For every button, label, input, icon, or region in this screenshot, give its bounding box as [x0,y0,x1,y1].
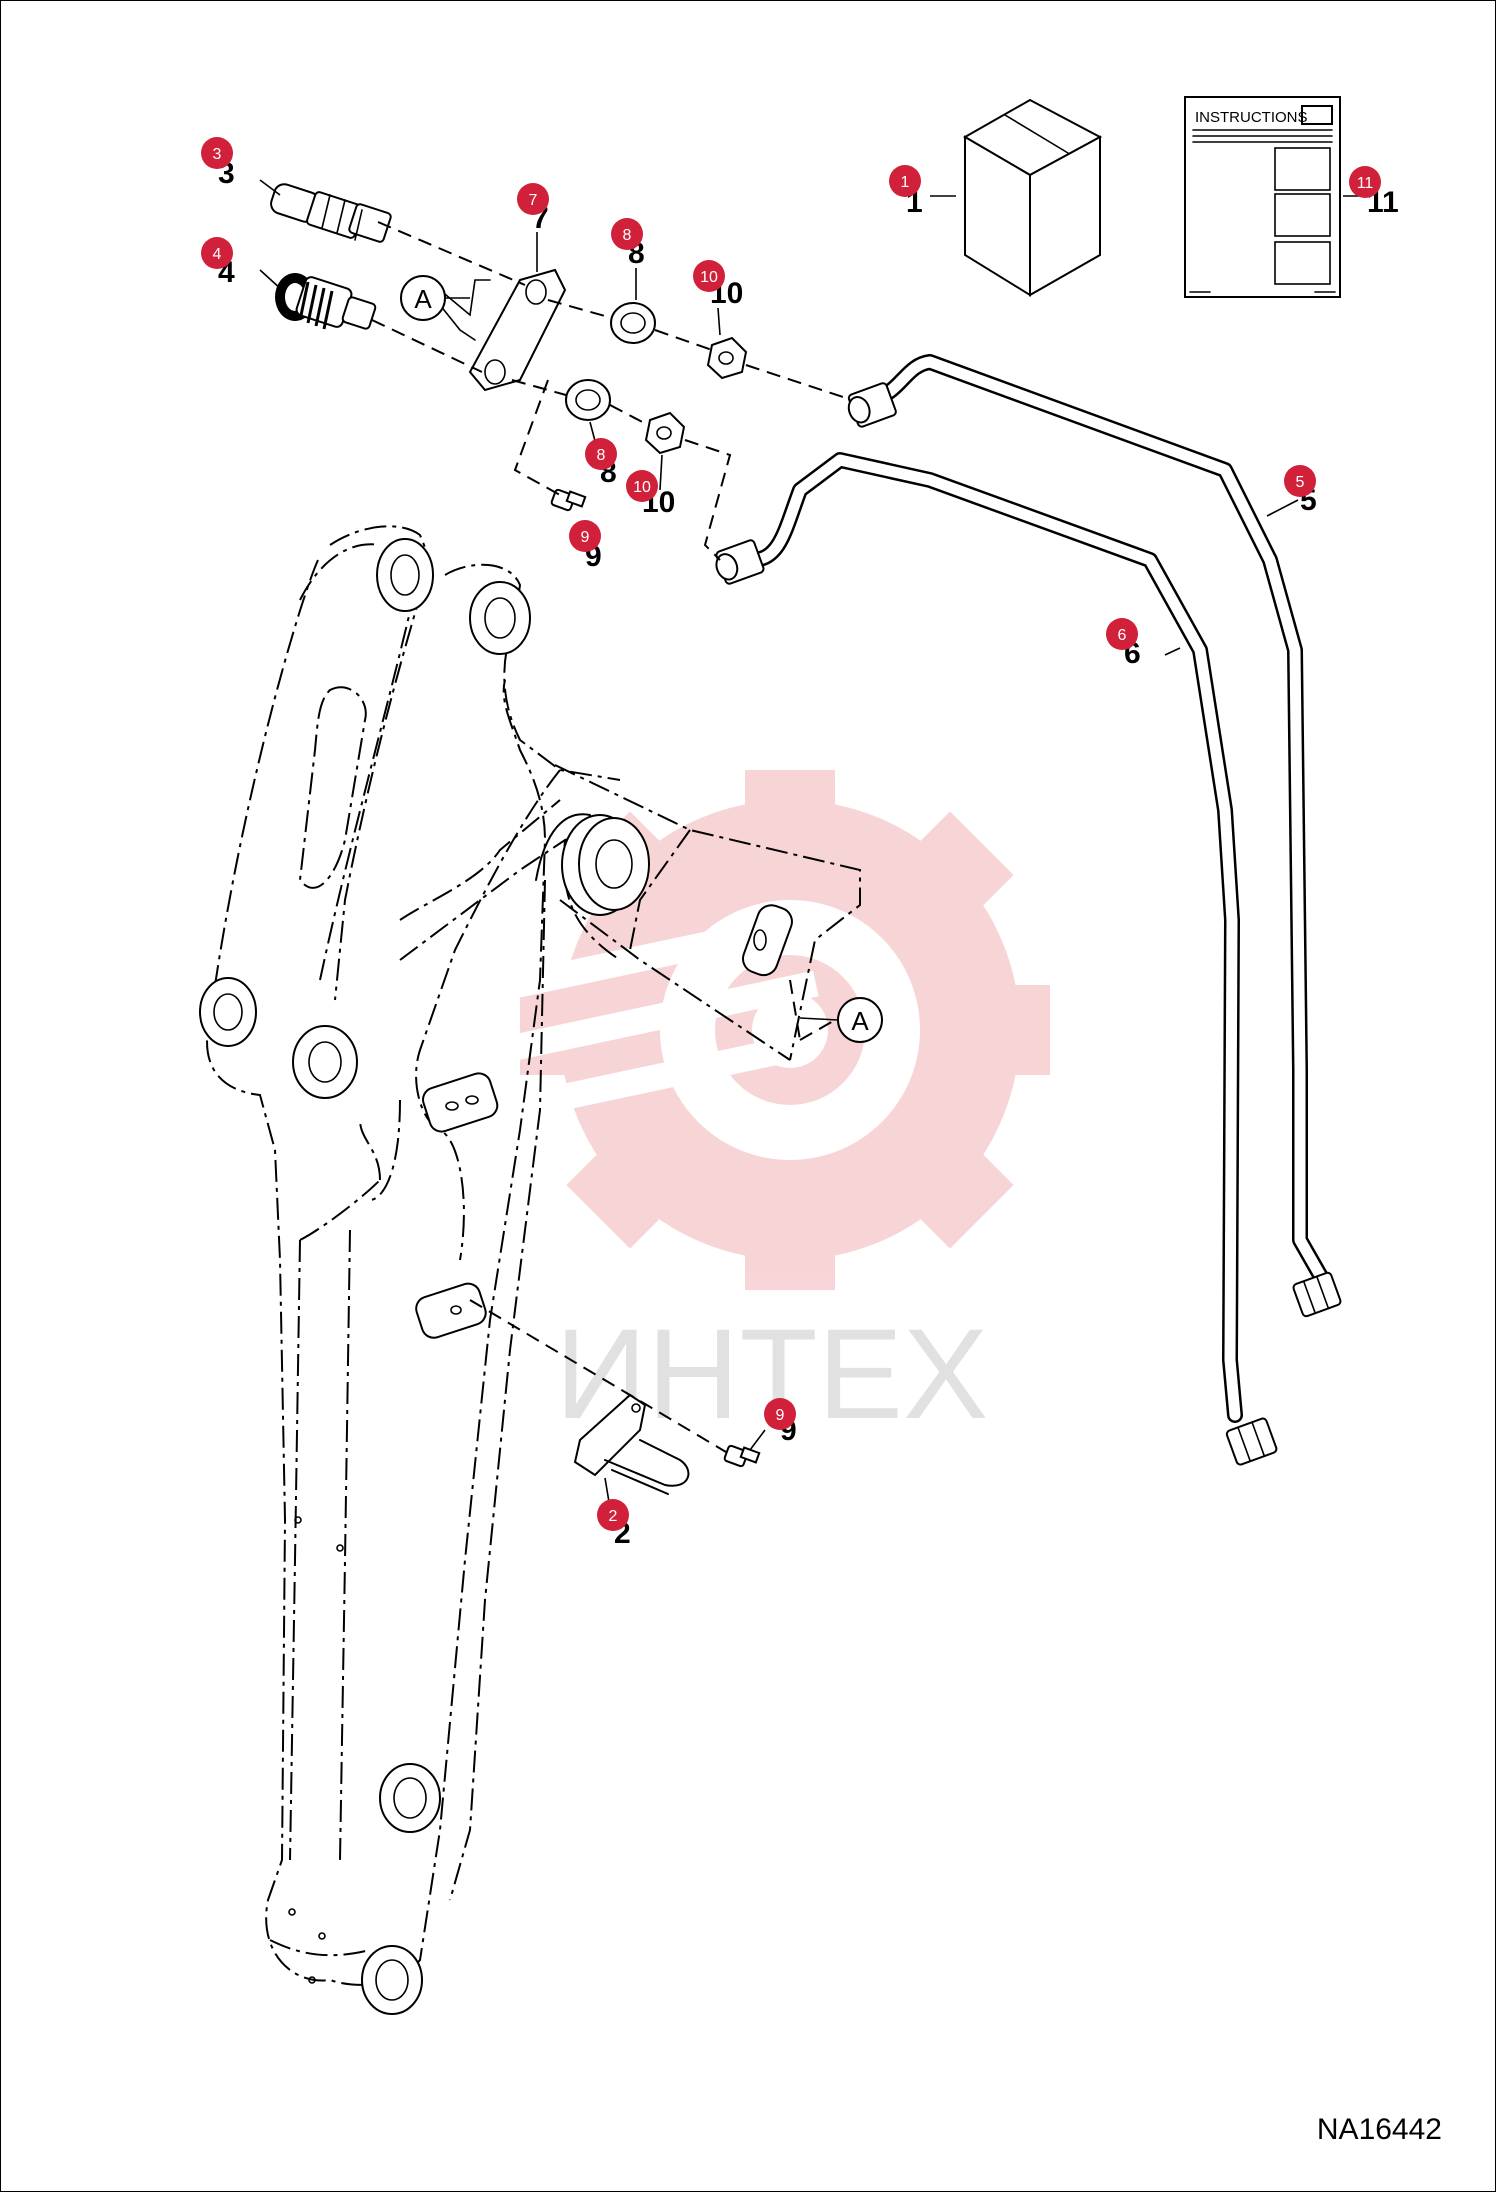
drawing-number: NA16442 [1316,2113,1442,2146]
reference-a-top: A [400,275,446,321]
callout-badges: 1 2 3 4 5 6 7 8 8 9 9 10 10 11 [201,137,1381,1531]
callout-badge-10b: 10 [626,470,658,502]
callout-badge-8: 8 [611,218,643,250]
svg-text:3: 3 [213,146,222,163]
watermark-gear [431,770,1050,1290]
svg-text:8: 8 [623,227,632,244]
bolt-lower [723,1444,761,1468]
coupler-female [275,273,377,330]
coupler-male [270,183,392,243]
bolt-upper [550,488,587,512]
svg-text:11: 11 [1357,175,1374,192]
instructions-sheet [1184,96,1341,298]
svg-text:2: 2 [609,1508,618,1525]
kit-box [962,98,1103,297]
callout-badge-9b: 9 [764,1398,796,1430]
svg-text:7: 7 [529,192,538,209]
callout-badge-4: 4 [201,237,233,269]
upper-bracket [399,764,861,1339]
hydraulic-tube-6 [715,382,1278,1466]
callout-badge-6: 6 [1106,618,1138,650]
instructions-title: INSTRUCTIONS [1195,109,1308,126]
svg-text:6: 6 [1118,627,1127,644]
svg-text:9: 9 [581,529,590,546]
svg-text:10: 10 [633,479,651,496]
callout-badge-9: 9 [569,520,601,552]
callout-badge-2: 2 [597,1499,629,1531]
washer-lower [565,379,611,421]
washer-upper [610,302,656,344]
svg-text:1: 1 [901,174,910,191]
assembly-lines [371,221,853,1453]
callout-badge-1: 1 [889,165,921,197]
svg-text:5: 5 [1296,474,1305,491]
callout-badge-11: 11 [1349,166,1381,198]
nut-upper [706,336,748,380]
mounting-plate [468,268,567,392]
reference-letter: A [851,1006,869,1036]
callout-badge-7: 7 [517,183,549,215]
svg-text:10: 10 [700,269,718,286]
callout-badge-8b: 8 [585,438,617,470]
boom-arm [199,525,621,2015]
svg-text:9: 9 [776,1407,785,1424]
svg-text:8: 8 [597,447,606,464]
callout-badge-5: 5 [1284,465,1316,497]
reference-a-bottom: A [837,997,883,1043]
svg-text:4: 4 [213,246,222,263]
callout-badge-10: 10 [693,260,725,292]
reference-letter: A [414,284,432,314]
nut-lower [644,411,686,455]
callout-badge-3: 3 [201,137,233,169]
